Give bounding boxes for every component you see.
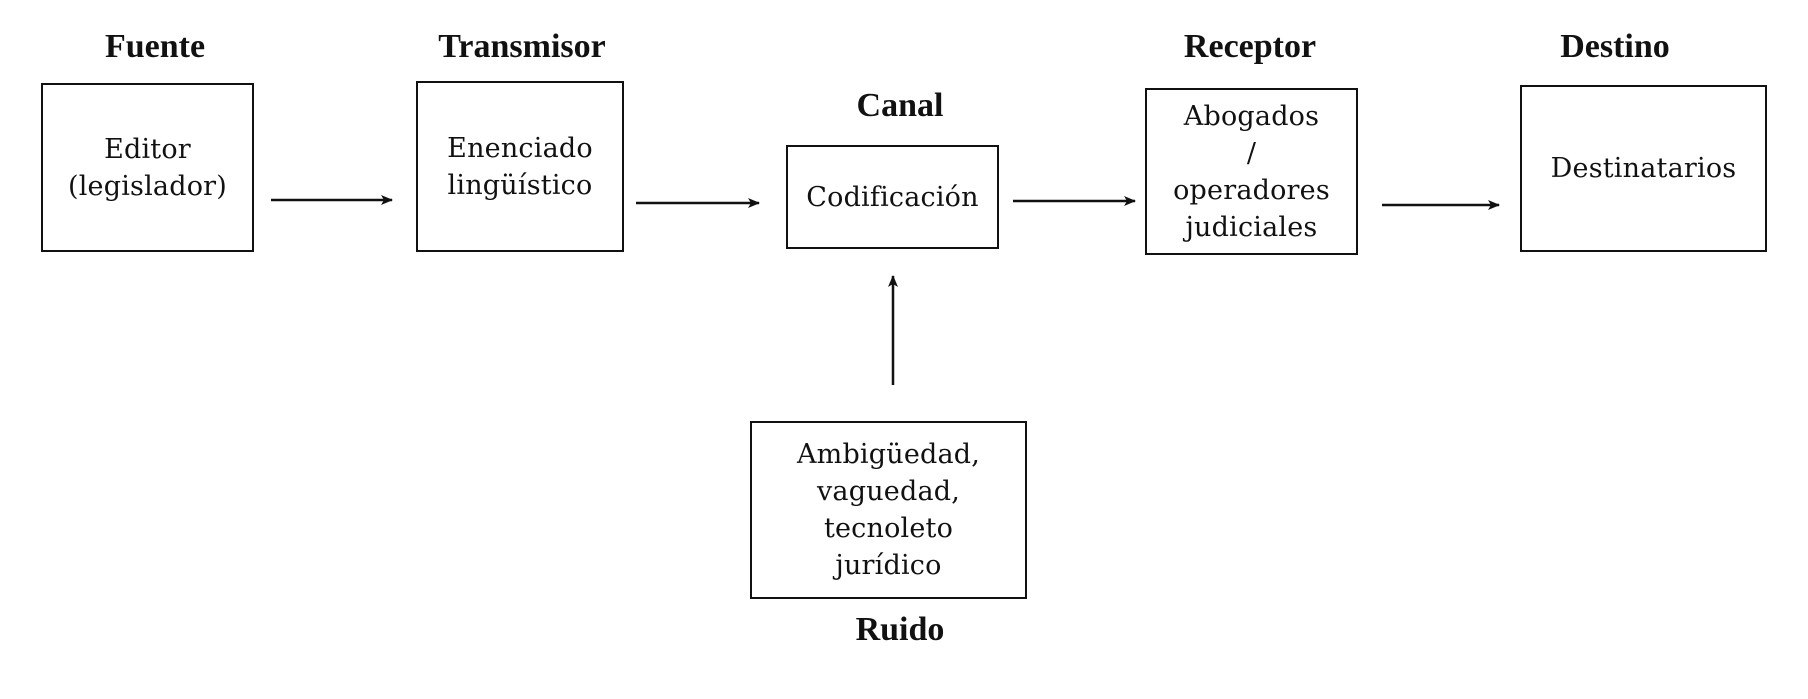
transmisor-heading: Transmisor bbox=[438, 28, 606, 65]
receptor-heading: Receptor bbox=[1183, 28, 1317, 65]
ruido-heading: Ruido bbox=[855, 611, 945, 648]
ruido-box: Ambigüedad, vaguedad, tecnoleto jurídico bbox=[750, 421, 1027, 599]
transmisor-line-1: Enenciado bbox=[447, 132, 593, 164]
canal-heading: Canal bbox=[856, 87, 944, 124]
destino-box: Destinatarios bbox=[1520, 85, 1767, 252]
transmisor-box: Enenciado lingüístico bbox=[416, 81, 624, 252]
canal-line-1: Codificación bbox=[806, 181, 979, 213]
transmisor-line-2: lingüístico bbox=[447, 169, 593, 201]
fuente-line-1: Editor bbox=[104, 133, 191, 165]
receptor-line-1: Abogados bbox=[1183, 100, 1320, 132]
receptor-line-2: / bbox=[1246, 137, 1257, 169]
receptor-box: Abogados / operadores judiciales bbox=[1145, 88, 1358, 255]
destino-heading: Destino bbox=[1560, 28, 1670, 65]
canal-box: Codificación bbox=[786, 145, 999, 249]
receptor-line-3: operadores bbox=[1173, 174, 1330, 206]
fuente-heading: Fuente bbox=[104, 28, 206, 65]
receptor-line-4: judiciales bbox=[1185, 211, 1318, 243]
ruido-line-1: Ambigüedad, bbox=[796, 439, 981, 470]
ruido-line-3: tecnoleto bbox=[823, 513, 954, 544]
ruido-line-4: jurídico bbox=[835, 550, 942, 581]
destino-line-1: Destinatarios bbox=[1550, 153, 1737, 184]
fuente-line-2: (legislador) bbox=[67, 170, 228, 202]
ruido-line-2: vaguedad, bbox=[816, 476, 961, 507]
fuente-box: Editor (legislador) bbox=[41, 83, 254, 252]
